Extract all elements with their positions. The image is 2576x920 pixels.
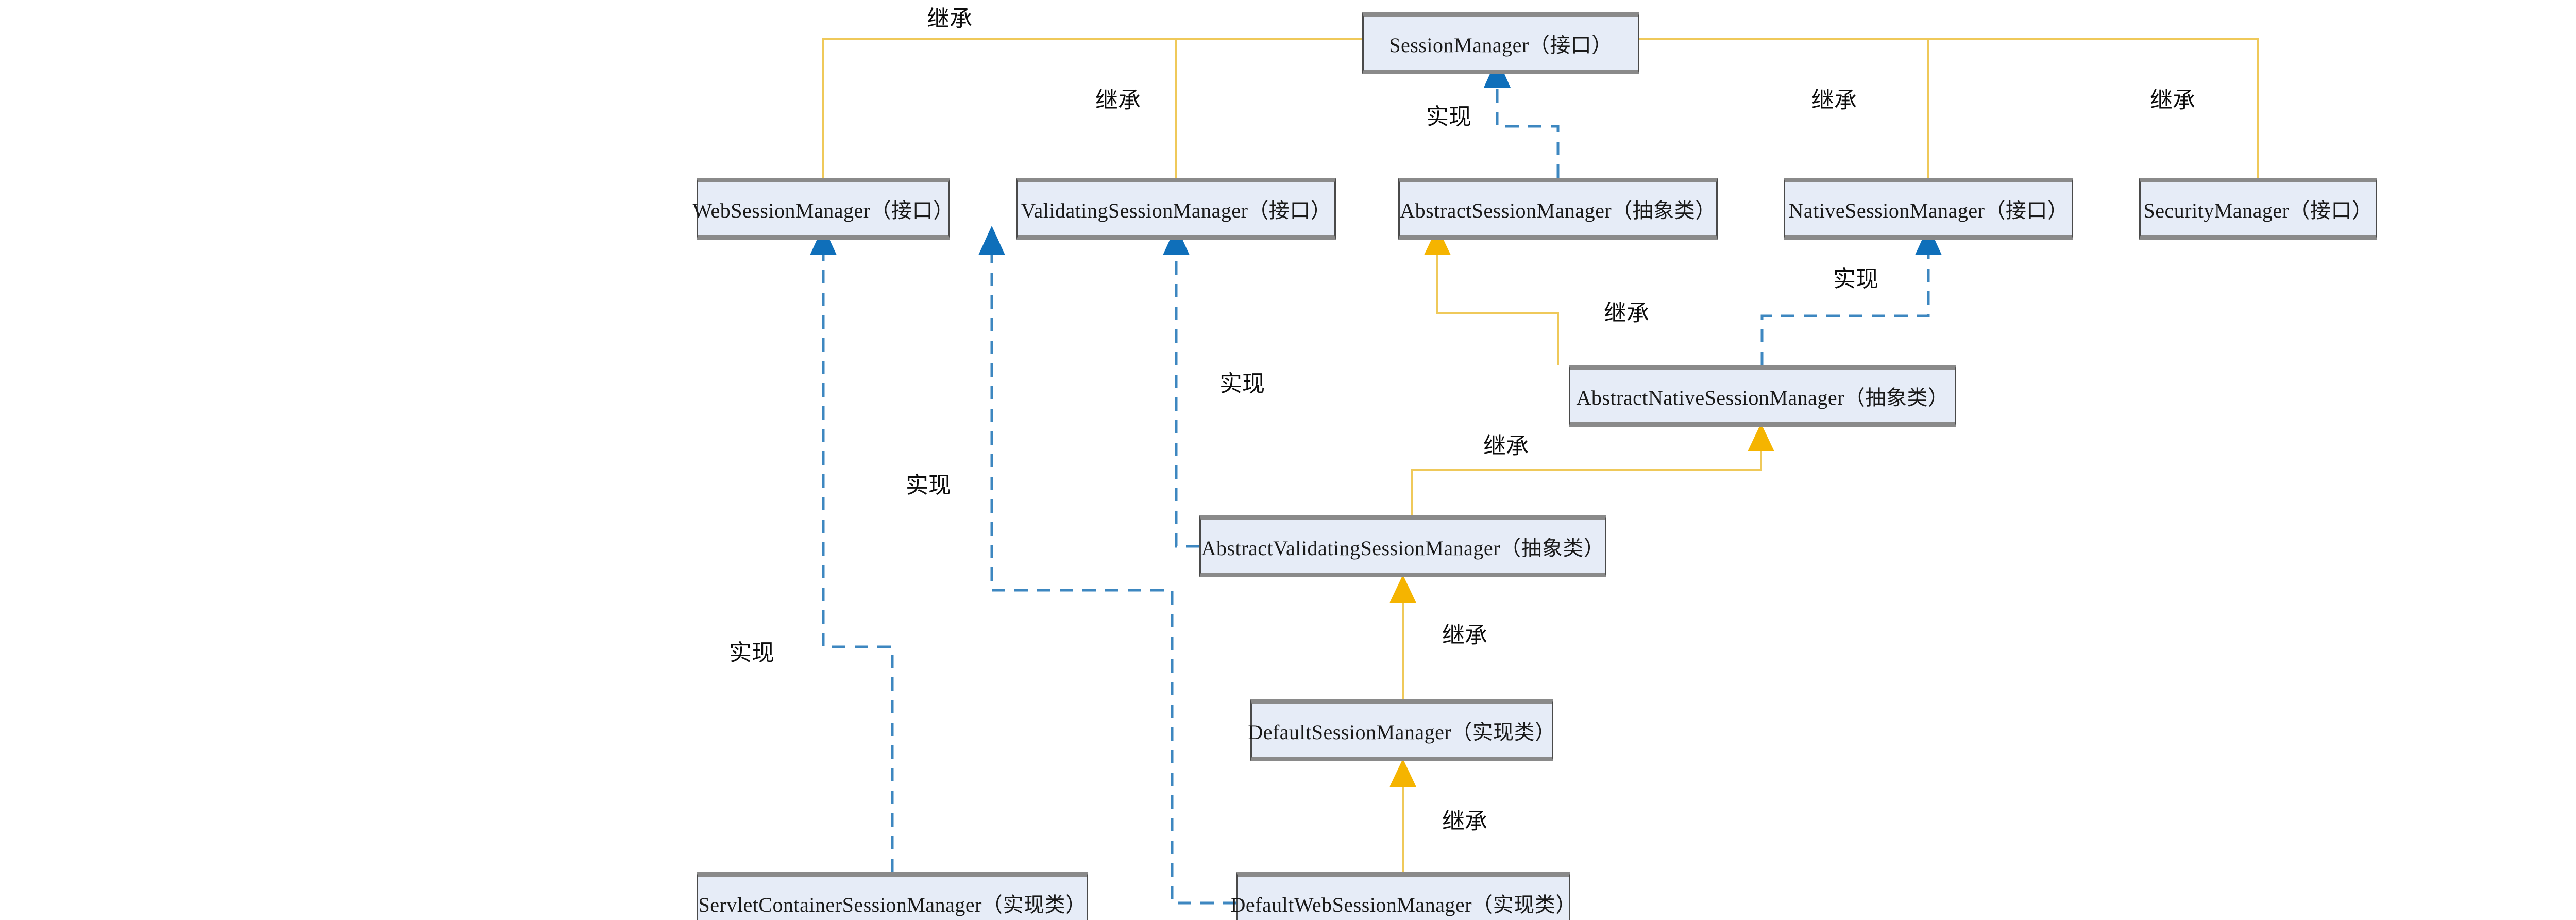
edge-label-text: 继承 [1095,88,1141,113]
node-security-manager[interactable]: SecurityManager（接口） [2139,178,2377,240]
node-native-session-manager[interactable]: NativeSessionManager（接口） [1784,178,2073,240]
node-label: AbstractValidatingSessionManager（抽象类） [1201,537,1605,560]
edge-inherit-security-to-session [1639,38,2259,178]
edge-label-text: 实现 [1219,371,1265,396]
edge-label-text: 继承 [2150,88,2195,113]
node-session-manager[interactable]: SessionManager（接口） [1362,12,1639,74]
edge-label-implement-abstract-to-session: 实现 [1426,98,1471,131]
edge-label-text: 继承 [1811,88,1857,113]
node-default-web-session-manager[interactable]: DefaultWebSessionManager（实现类） [1230,872,1576,920]
edge-implement-defaultweb-to-web [978,226,1236,905]
edge-implement-absnative-to-native [1760,226,1942,365]
edge-label-text: 实现 [906,473,951,498]
node-abstract-session-manager[interactable]: AbstractSessionManager（抽象类） [1398,178,1718,240]
edge-inherit-default-to-absvalidating [1389,575,1416,699]
edge-label-inherit-native-to-session: 继承 [1811,81,1857,114]
node-label: AbstractNativeSessionManager（抽象类） [1576,386,1949,409]
edge-inherit-defaultweb-to-default [1389,759,1416,872]
edge-implement-servlet-to-web [810,226,894,872]
edge-label-text: 继承 [1442,623,1487,648]
node-label: ServletContainerSessionManager（实现类） [698,893,1087,916]
edge-label-text: 实现 [1833,266,1878,292]
node-validating-session-manager[interactable]: ValidatingSessionManager（接口） [1016,178,1336,240]
edge-label-implement-defaultweb-to-web: 实现 [729,634,774,667]
edge-label-implement-absvalidating-to-validating: 实现 [1219,365,1265,398]
edge-label-text: 继承 [1442,809,1487,834]
edge-label-inherit-security-to-session: 继承 [2150,81,2195,114]
node-label: SessionManager（接口） [1389,34,1613,57]
edge-inherit-absnative-to-abstract [1424,227,1559,365]
edge-label-inherit-absnative-to-abstract: 继承 [1604,294,1649,327]
node-web-session-manager[interactable]: WebSessionManager（接口） [692,178,954,240]
node-label: NativeSessionManager（接口） [1788,199,2069,222]
edge-inherit-absvalidating-to-absnative [1411,423,1774,515]
edge-implement-absvalidating-to-validating [1163,226,1199,548]
edge-label-text: 继承 [1483,433,1529,459]
edge-label-text: 继承 [927,6,972,31]
edge-label-text: 实现 [1426,104,1471,129]
edge-label-implement-servlet-to-web: 实现 [906,466,951,499]
node-label: DefaultWebSessionManager（实现类） [1230,893,1577,916]
edge-label-inherit-absvalidating-to-absnative: 继承 [1483,427,1529,460]
edge-inherit-validating-to-session [1175,38,1362,178]
node-abstract-validating-session-manager[interactable]: AbstractValidatingSessionManager（抽象类） [1199,515,1606,577]
edge-label-inherit-web-to-session: 继承 [927,0,972,33]
node-servlet-container-session-manager[interactable]: ServletContainerSessionManager（实现类） [697,872,1088,920]
edge-label-inherit-defaultweb-to-default: 继承 [1442,802,1487,835]
edge-inherit-native-to-session [1611,26,1929,178]
node-label: SecurityManager（接口） [2143,199,2373,222]
edge-label-inherit-validating-to-session: 继承 [1095,81,1141,114]
node-abstract-native-session-manager[interactable]: AbstractNativeSessionManager（抽象类） [1569,365,1956,427]
node-label: DefaultSessionManager（实现类） [1248,721,1556,744]
node-default-session-manager[interactable]: DefaultSessionManager（实现类） [1248,699,1556,761]
node-label: WebSessionManager（接口） [692,199,954,222]
edge-implement-abstract-to-session [1484,58,1560,178]
edge-label-inherit-default-to-absvalidating: 继承 [1442,616,1487,649]
edge-label-text: 继承 [1604,300,1649,326]
node-label: ValidatingSessionManager（接口） [1021,199,1332,222]
edge-label-text: 实现 [729,640,774,665]
edge-label-implement-absnative-to-native: 实现 [1833,260,1878,293]
node-label: AbstractSessionManager（抽象类） [1400,199,1716,222]
